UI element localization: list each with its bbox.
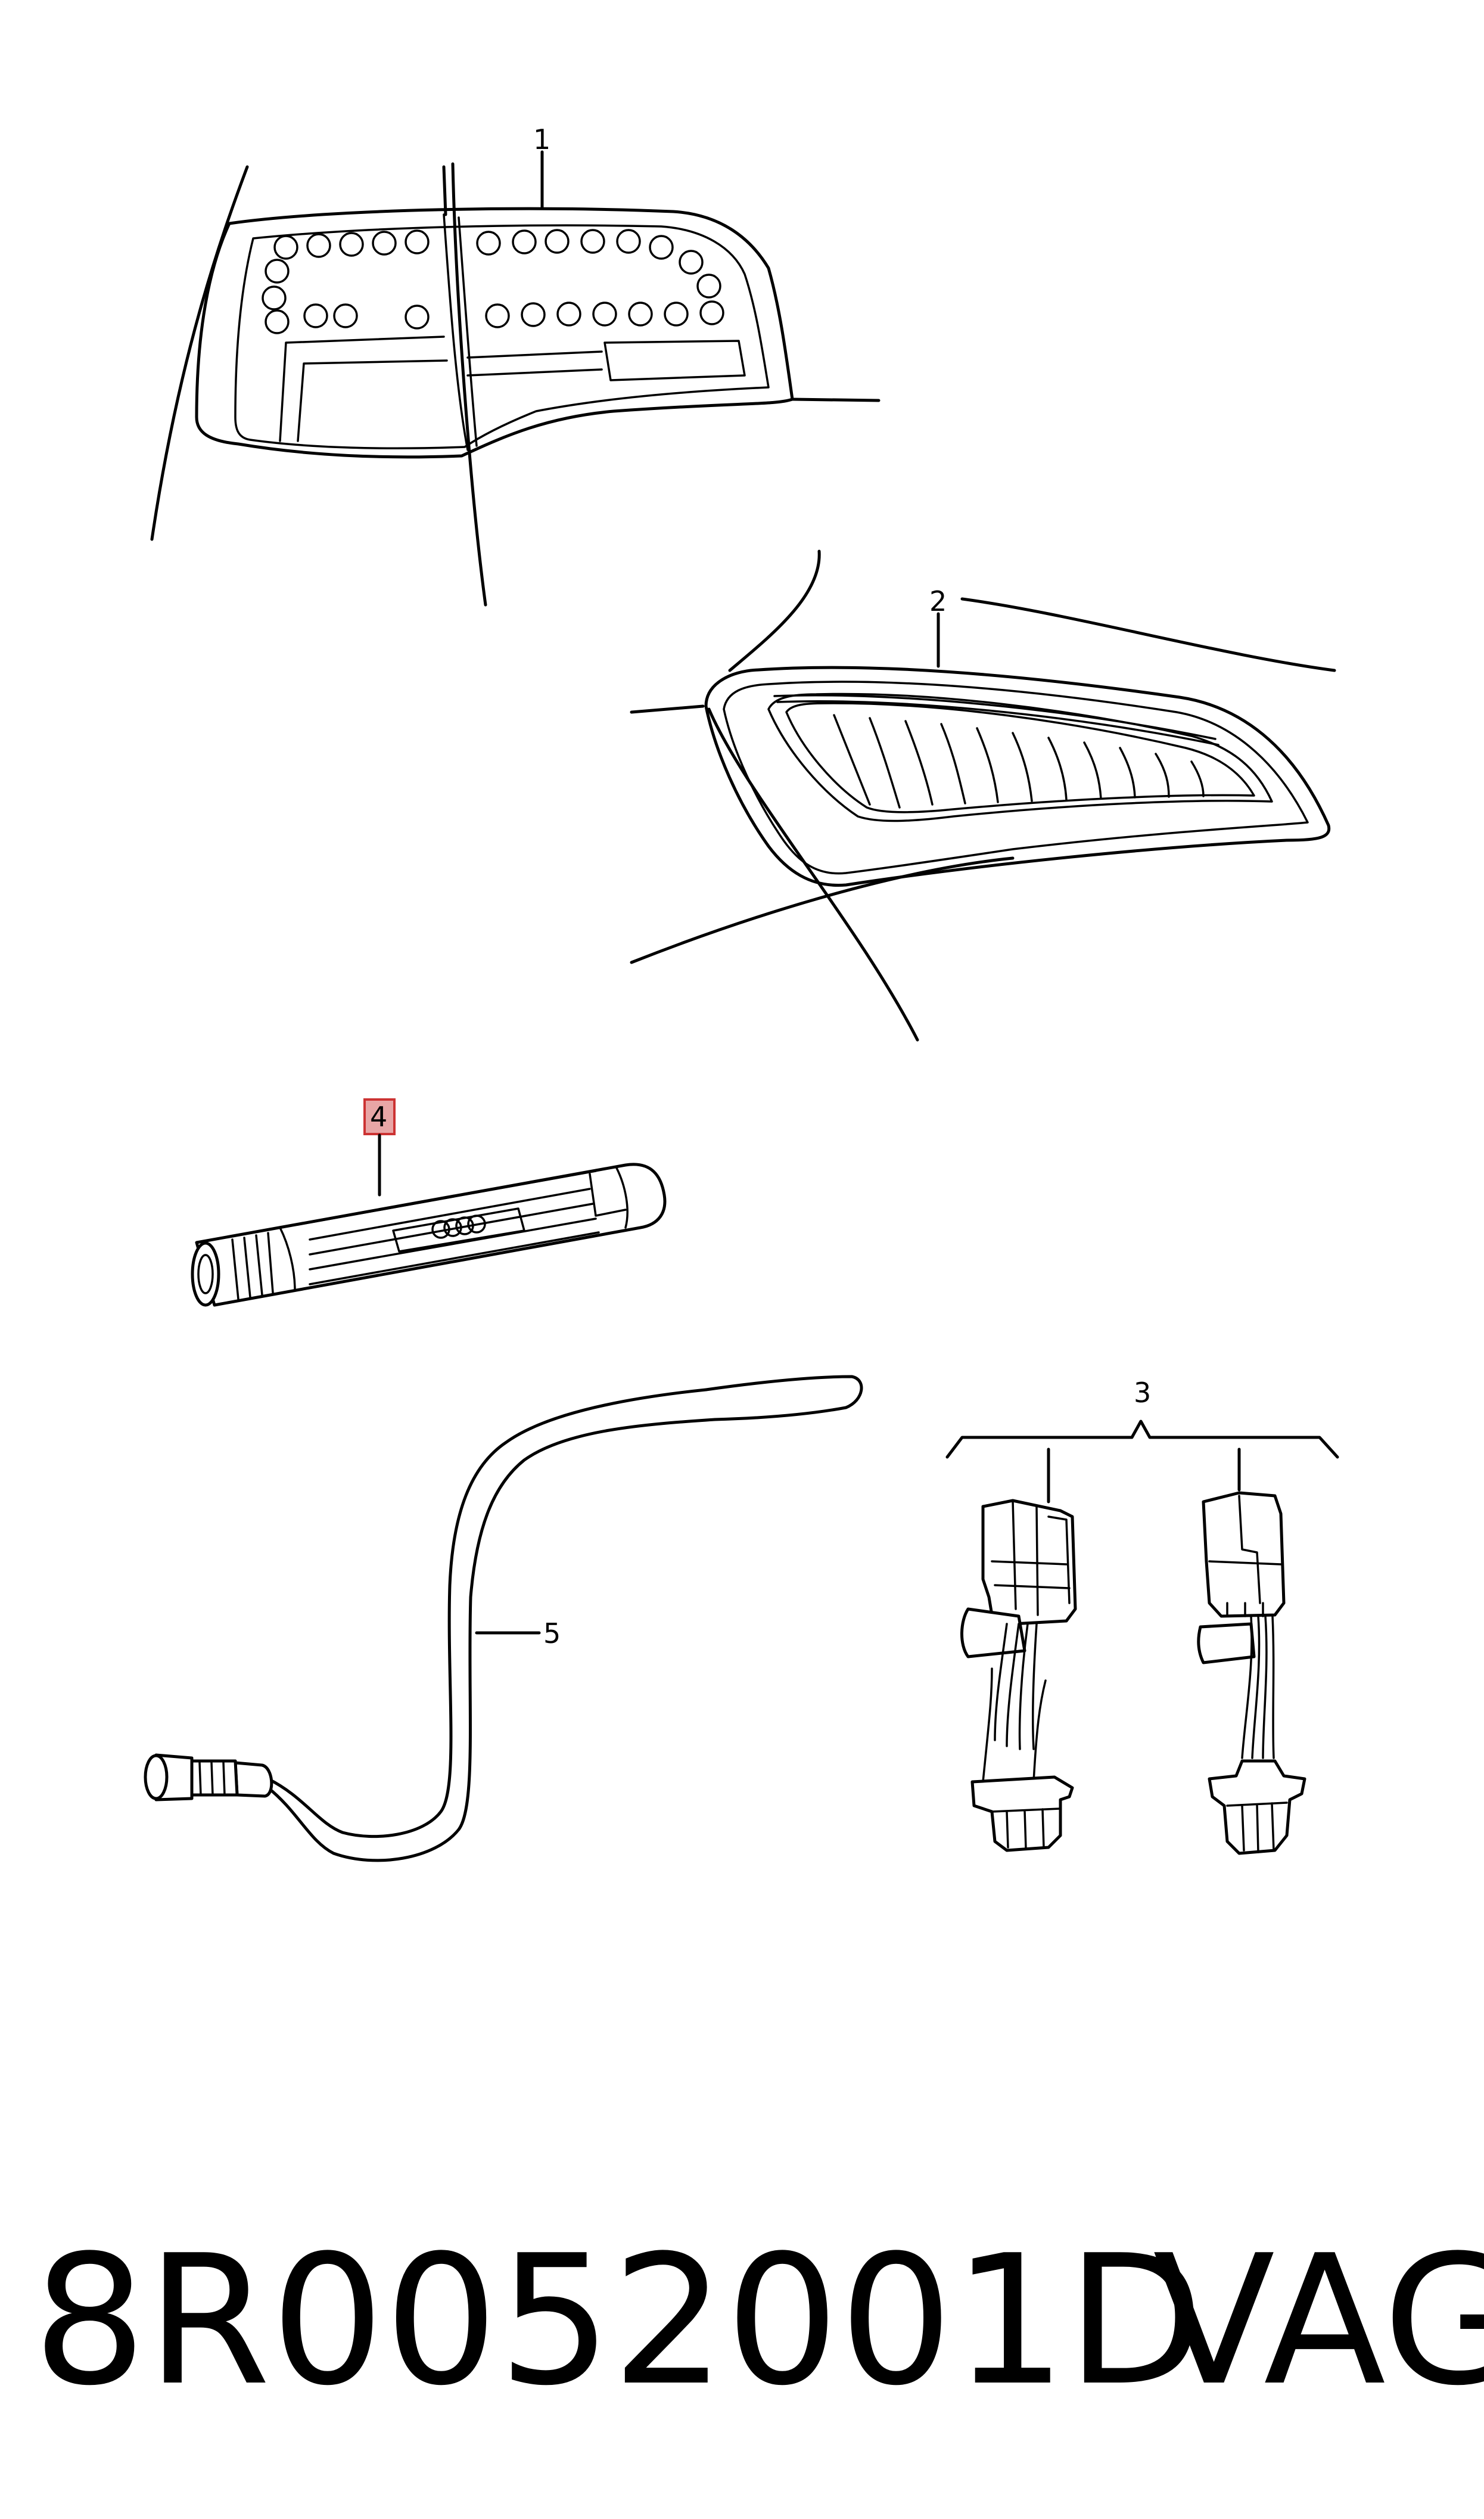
callout-1: 1 — [533, 123, 550, 156]
part-2-side-indicator: 2 — [630, 549, 1336, 1042]
part-5-cable: 5 — [144, 1375, 863, 1862]
footer: 8R0052001D VAG — [33, 2217, 1484, 2425]
callout-5: 5 — [543, 1617, 561, 1650]
grip-lines — [231, 1232, 274, 1300]
part-1-rear-light: 1 — [150, 123, 881, 607]
rings-logo — [431, 1215, 486, 1239]
callout-3: 3 — [1134, 1377, 1151, 1409]
part-4-flashlight: 4 — [191, 1098, 667, 1307]
led-dots — [262, 229, 724, 334]
part-number: 8R0052001D — [33, 2217, 1205, 2425]
callout-2: 2 — [929, 585, 947, 617]
callout-4: 4 — [370, 1101, 387, 1133]
harness-left — [960, 1499, 1077, 1852]
brand-label: VAG — [1153, 2217, 1484, 2425]
indicator-ribs — [833, 714, 1205, 809]
part-3-adapter-harnesses: 3 — [945, 1377, 1339, 1855]
nut-lines — [198, 1761, 226, 1796]
harness-right — [1197, 1491, 1306, 1855]
